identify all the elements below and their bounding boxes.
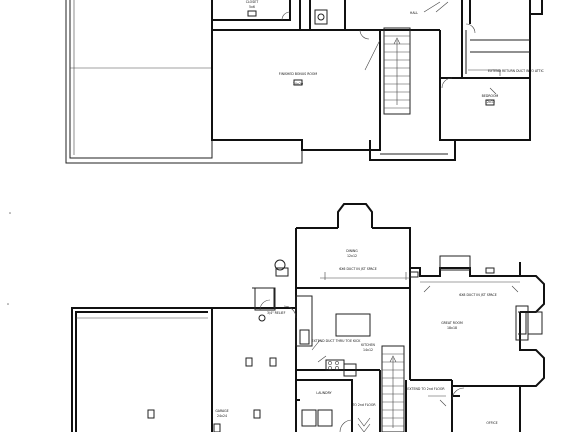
burner-icon [335, 361, 339, 365]
closet-sink-icon [317, 13, 325, 21]
kitchen-duct-run [311, 339, 327, 363]
top-right-bump [529, 0, 543, 15]
room-label-bedroom: BEDROOM [482, 94, 499, 98]
room-label-closet: CLOSET [246, 0, 258, 4]
great-duct-run [420, 281, 520, 293]
dining-bay [337, 203, 373, 228]
upper-floor-plan: CLOSET 5x6 HALL FINISHED BONUS ROOM 20x2… [65, 0, 545, 164]
dining-duct-run [320, 272, 410, 280]
upper-duct-marker [489, 87, 497, 95]
mech-door [259, 299, 271, 311]
main-stair [381, 345, 405, 432]
scan-speck [9, 212, 11, 214]
garage-post [245, 357, 253, 367]
kitchen-sink [299, 329, 310, 345]
kitchen-island [335, 313, 371, 337]
note-extend-2nd-floor: EXTEND TO 2nd FLOOR [407, 387, 445, 391]
room-label-garage: GARAGE [215, 409, 228, 413]
room-label-dining: DINING [346, 249, 358, 253]
chimney [528, 311, 543, 335]
garage-post [253, 409, 261, 419]
water-heater-icon [274, 259, 286, 271]
scan-speck [7, 303, 9, 305]
room-dim-garage: 24x24 [217, 414, 227, 418]
entry-door [283, 305, 297, 319]
office-door [451, 387, 465, 401]
note-extend-return: EXTEND RETURN DUCT INTO ATTIC [488, 69, 545, 73]
great-room-bays [519, 275, 545, 432]
relief-valve-icon [258, 314, 266, 322]
hall-chevrons [357, 417, 371, 432]
room-dim-great: 18x18 [447, 326, 457, 330]
main-stair-arrow [389, 355, 397, 428]
room-dim-dining: 12x12 [347, 254, 357, 258]
room-label-bonus: FINISHED BONUS ROOM [279, 72, 318, 76]
burner-icon [328, 361, 332, 365]
garage-post [147, 409, 155, 419]
room-label-great: GREAT ROOM [441, 321, 463, 325]
great-room-walls [410, 262, 521, 432]
note-dining-duct: 6X6 DUCT IN JST SPACE [339, 267, 377, 271]
room-label-office: OFFICE [486, 421, 497, 425]
attic-outline [65, 0, 303, 164]
room-dim-bonus: 20x20 [293, 82, 303, 86]
upper-duct-run [364, 1, 501, 76]
note-great-duct: 6X8 DUCT IN JST SPACE [459, 293, 497, 297]
room-dim-closet: 5x6 [249, 5, 255, 9]
great-room-deck [439, 255, 471, 271]
fireplace [515, 305, 529, 341]
register-icon [247, 10, 257, 17]
bedroom-walls [439, 0, 531, 141]
burner-icon [328, 366, 332, 370]
foyer-bumpout [369, 140, 456, 161]
room-label-hall: HALL [410, 11, 418, 15]
register-icon [409, 271, 419, 278]
laundry-door [339, 419, 353, 432]
bedroom-door [441, 77, 453, 89]
garage-post [213, 423, 221, 432]
dryer [317, 409, 333, 427]
register-icon [485, 267, 495, 274]
note-relief: 3/4" RELIEF [267, 311, 286, 315]
burner-icon [335, 366, 339, 370]
room-label-kitchen: KITCHEN [361, 343, 375, 347]
upper-stair [383, 27, 411, 115]
garage-post [269, 357, 277, 367]
note-toe-kick: EXTEND DUCT THRU TOE KICK [312, 339, 362, 343]
office-walls [452, 385, 520, 397]
office-duct [428, 395, 447, 407]
closet-walls [212, 0, 311, 30]
note-to-2nd-floor: TO 2nd FLOOR [351, 403, 376, 407]
bedroom-closet [465, 30, 530, 74]
fridge [343, 363, 357, 377]
main-floor-plan: 3/4" RELIEF [71, 203, 545, 432]
upper-stair-arrow [393, 37, 401, 105]
entry-step [252, 287, 275, 308]
room-dim-bedroom: 12x12 [485, 100, 495, 104]
room-dim-kitchen: 14x12 [363, 348, 373, 352]
bonus-door [359, 29, 370, 40]
garage-walls [71, 307, 213, 432]
kitchen-counter [295, 295, 313, 347]
furnace-box [275, 267, 289, 277]
closet-door [281, 11, 291, 21]
register-icon [293, 79, 303, 86]
register-icon [485, 99, 495, 106]
closet-fixture [314, 9, 328, 25]
laundry-walls [296, 379, 353, 432]
stair-walls [379, 370, 407, 432]
washer [301, 409, 317, 427]
mech-closet [254, 287, 276, 311]
hall-door [465, 23, 476, 34]
hall-walls [344, 0, 463, 110]
room-label-laundry: LAUNDRY [316, 391, 331, 395]
